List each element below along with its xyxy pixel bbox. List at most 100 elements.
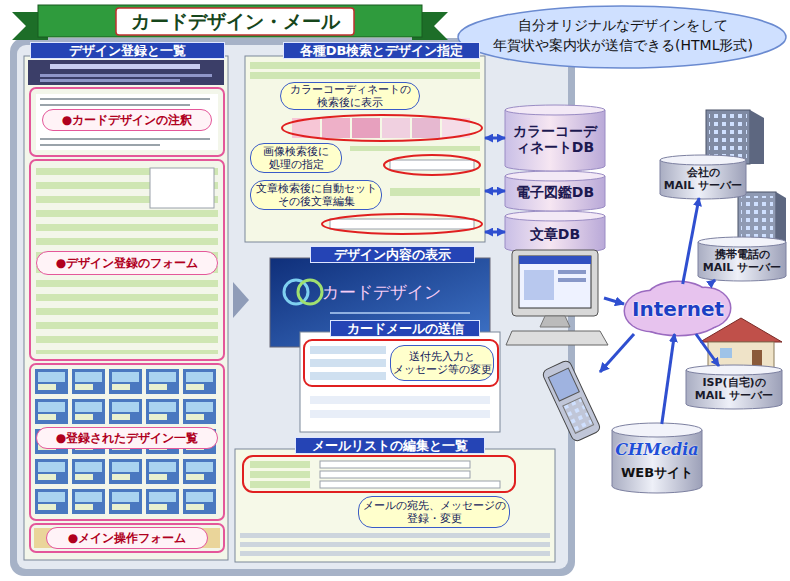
arrow-connector — [485, 231, 505, 234]
text-line: MAIL サーバー — [695, 389, 773, 402]
server-name: ISP(自宅)の MAIL サーバー — [688, 375, 780, 403]
text-line: 処理の指定 — [269, 158, 324, 171]
screenshot — [320, 481, 500, 488]
region-label: ●カードデザインの注釈 — [42, 109, 212, 131]
database-cylinder — [605, 216, 606, 248]
text-line: 文章検索後に自動セット — [256, 182, 377, 195]
computer-monitor — [519, 256, 591, 308]
title-ribbon — [116, 8, 354, 35]
text-line: 年賀状や案内状が送信できる(HTML形式) — [493, 36, 753, 56]
office-building — [741, 196, 773, 240]
screenshot — [250, 471, 310, 478]
section-heading: デザイン内容の表示 — [310, 246, 475, 263]
site-logo: CHMedia — [614, 438, 700, 462]
arrow-connector — [485, 137, 505, 140]
highlight-frame — [30, 88, 224, 156]
bubble-cloud — [458, 6, 786, 68]
computer-monitor — [540, 316, 570, 327]
screenshot — [352, 118, 380, 138]
house — [720, 348, 732, 358]
mobile-phone — [541, 359, 601, 442]
screenshot — [34, 528, 220, 548]
screenshot — [40, 138, 210, 140]
arrow-connector — [662, 334, 675, 424]
internet-cloud — [625, 282, 730, 335]
screenshot — [240, 533, 550, 538]
screenshot — [240, 542, 550, 547]
server-name: 会社の MAIL サーバー — [662, 165, 744, 193]
screenshot — [320, 461, 470, 468]
screenshot — [40, 74, 212, 77]
screenshot — [250, 72, 480, 79]
computer-monitor — [524, 270, 554, 300]
screenshot-column: デザイン登録と一覧●カードデザインの注釈●デザイン登録のフォーム●登録されたデザ… — [24, 42, 228, 560]
database-name: 電子図鑑DB — [507, 181, 603, 203]
screenshot — [245, 56, 485, 242]
computer-monitor — [558, 278, 586, 282]
house — [700, 318, 782, 342]
internet-cloud — [625, 282, 730, 335]
arrow-connector — [485, 190, 505, 193]
text-line: その後文章編集 — [278, 195, 355, 208]
flow-chevron — [233, 282, 249, 318]
diagram-title: カードデザイン・メール — [118, 9, 352, 34]
database-cylinder — [505, 171, 605, 181]
region-label: ●メイン操作フォーム — [46, 527, 208, 549]
callout-text: 画像検索後に 処理の指定 — [250, 143, 342, 173]
screenshot — [390, 160, 474, 170]
screenshot-panel: メールリストの編集と一覧メールの宛先、メッセージの 登録・変更 — [235, 437, 555, 562]
server-cylinder — [660, 160, 661, 194]
screenshot — [304, 340, 498, 386]
screenshot — [34, 368, 220, 516]
network-arrow — [604, 298, 624, 304]
text-line: 会社の — [687, 166, 720, 179]
text-line: ISP(自宅)の — [702, 376, 765, 389]
highlight-ellipse — [384, 155, 480, 175]
section-heading: 各種DB検索とデザイン指定 — [283, 42, 480, 59]
server-cylinder — [612, 430, 702, 486]
database-cylinder — [605, 176, 606, 206]
mobile-phone — [548, 368, 579, 401]
server-cylinder — [612, 430, 613, 486]
callout-text: 送付先入力と メッセージ等の変更 — [390, 345, 494, 381]
highlight-frame — [30, 160, 224, 360]
internet-cloud — [625, 282, 730, 335]
text-line: 登録・変更 — [407, 512, 462, 525]
summary-bubble: 自分オリジナルなデザインをして 年賀状や案内状が送信できる(HTML形式) — [470, 10, 775, 62]
server-cylinder — [702, 430, 703, 486]
screenshot — [298, 280, 322, 304]
screenshot — [235, 449, 555, 562]
server-cylinder — [698, 242, 699, 276]
text-line: MAIL サーバー — [703, 261, 781, 274]
screenshot — [310, 372, 386, 380]
database-cylinder — [605, 110, 606, 166]
arrow-connector — [710, 280, 715, 284]
database-cylinder: 電子図鑑DB — [505, 171, 605, 211]
database-cylinder: カラーコーディネートDB — [505, 105, 605, 171]
screenshot — [350, 146, 480, 151]
screenshot — [40, 104, 190, 106]
screenshot — [150, 168, 214, 208]
callout-bubble: 送付先入力と メッセージ等の変更 — [390, 345, 494, 381]
screen-caption: カードデザイン — [322, 279, 484, 305]
screenshot — [40, 98, 210, 100]
section-heading: デザイン登録と一覧 — [30, 42, 225, 59]
office-building — [709, 114, 747, 160]
highlight-frame — [30, 364, 224, 520]
database-name: 文章DB — [507, 222, 603, 246]
screenshot — [310, 410, 490, 418]
callout-text: メールの宛先、メッセージの 登録・変更 — [358, 496, 510, 528]
screenshot — [250, 62, 480, 69]
computer-monitor — [519, 256, 591, 264]
server-cylinder: CHMediaWEBサイト — [612, 424, 702, 492]
screenshot — [36, 94, 218, 150]
office-building — [750, 110, 764, 164]
server-cylinder — [686, 370, 687, 404]
screenshot — [322, 118, 350, 138]
title-ribbon — [12, 5, 448, 40]
database-cylinder — [505, 110, 605, 166]
highlight-ellipse — [282, 115, 482, 234]
screenshot — [310, 396, 490, 404]
highlight-frame — [30, 524, 224, 552]
